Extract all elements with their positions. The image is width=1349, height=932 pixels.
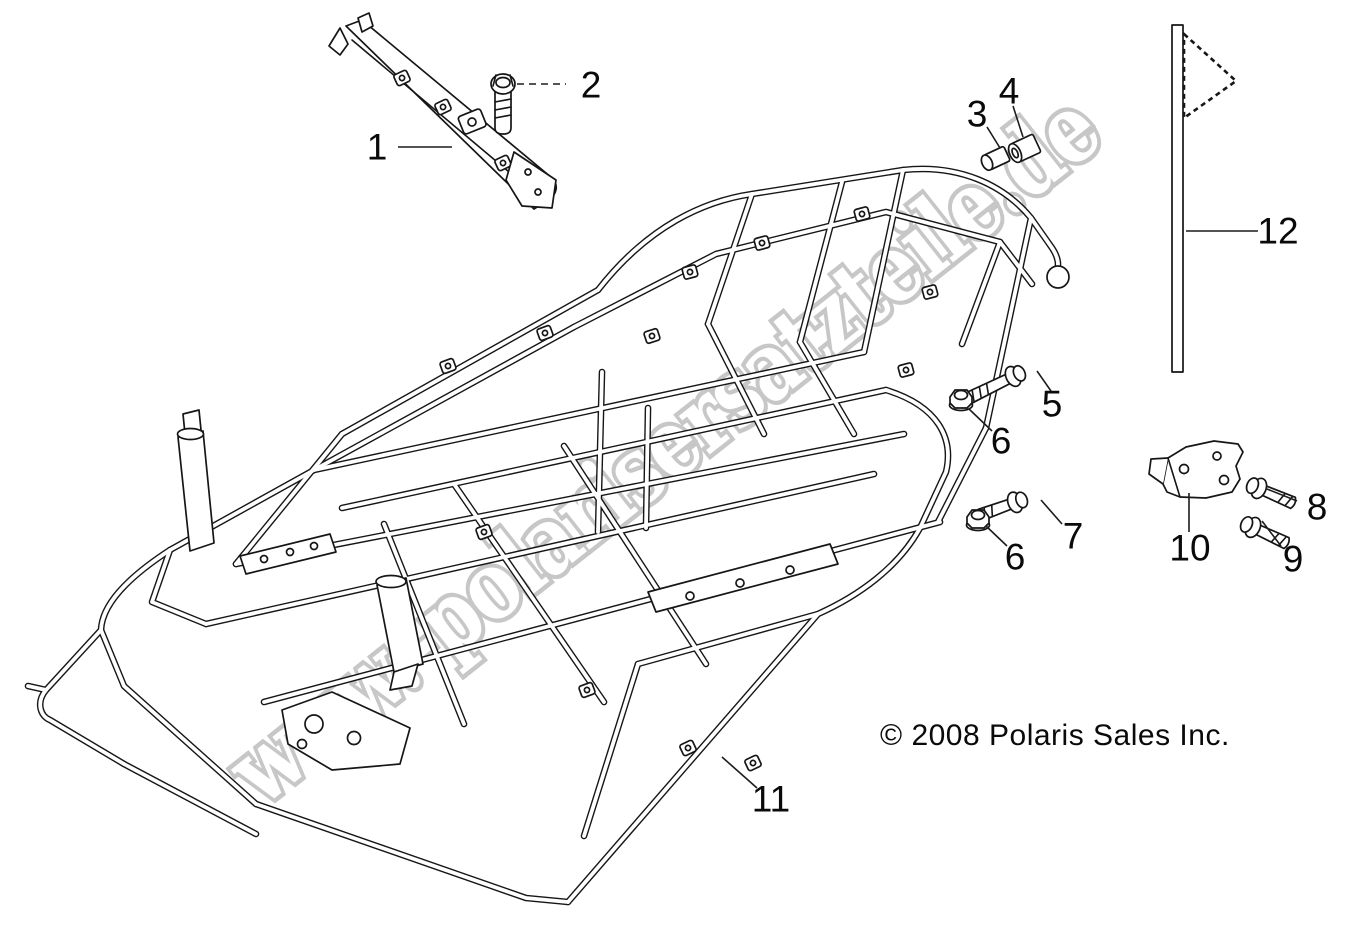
shock-absorber-front (176, 409, 215, 552)
copyright-text: © 2008 Polaris Sales Inc. (880, 719, 1230, 752)
callout-7: 7 (1062, 515, 1084, 557)
part2-flange-bolt-icon (490, 73, 516, 135)
callout-11: 11 (751, 778, 791, 820)
part4-bushing-icon (1007, 133, 1042, 164)
callout-4: 4 (998, 70, 1020, 112)
part6b-nut-icon (965, 509, 991, 532)
callout-8: 8 (1306, 486, 1328, 528)
callout-2: 2 (580, 64, 602, 106)
tube-end-boss (1046, 265, 1070, 289)
callout-9: 9 (1282, 538, 1304, 580)
callout-3: 3 (966, 93, 988, 135)
frame-bracket-plates (239, 533, 839, 771)
part12-flag-marker-icon (1171, 24, 1239, 373)
shock-absorber-mid (375, 574, 424, 691)
chassis-main-frame (28, 169, 1070, 902)
callout-12: 12 (1257, 210, 1299, 252)
callout-10: 10 (1169, 527, 1211, 569)
callout-6b: 6 (1004, 536, 1026, 578)
callout-5: 5 (1041, 383, 1063, 425)
part10-mount-bracket-icon (1148, 440, 1244, 499)
callout-1: 1 (366, 126, 388, 168)
part8-bolt-icon (1242, 472, 1300, 515)
part3-bushing-icon (980, 145, 1011, 172)
leader-lines (398, 83, 1298, 789)
callout-6: 6 (990, 420, 1012, 462)
part6-nut-icon (948, 389, 974, 412)
part1-support-rail (328, 12, 558, 210)
